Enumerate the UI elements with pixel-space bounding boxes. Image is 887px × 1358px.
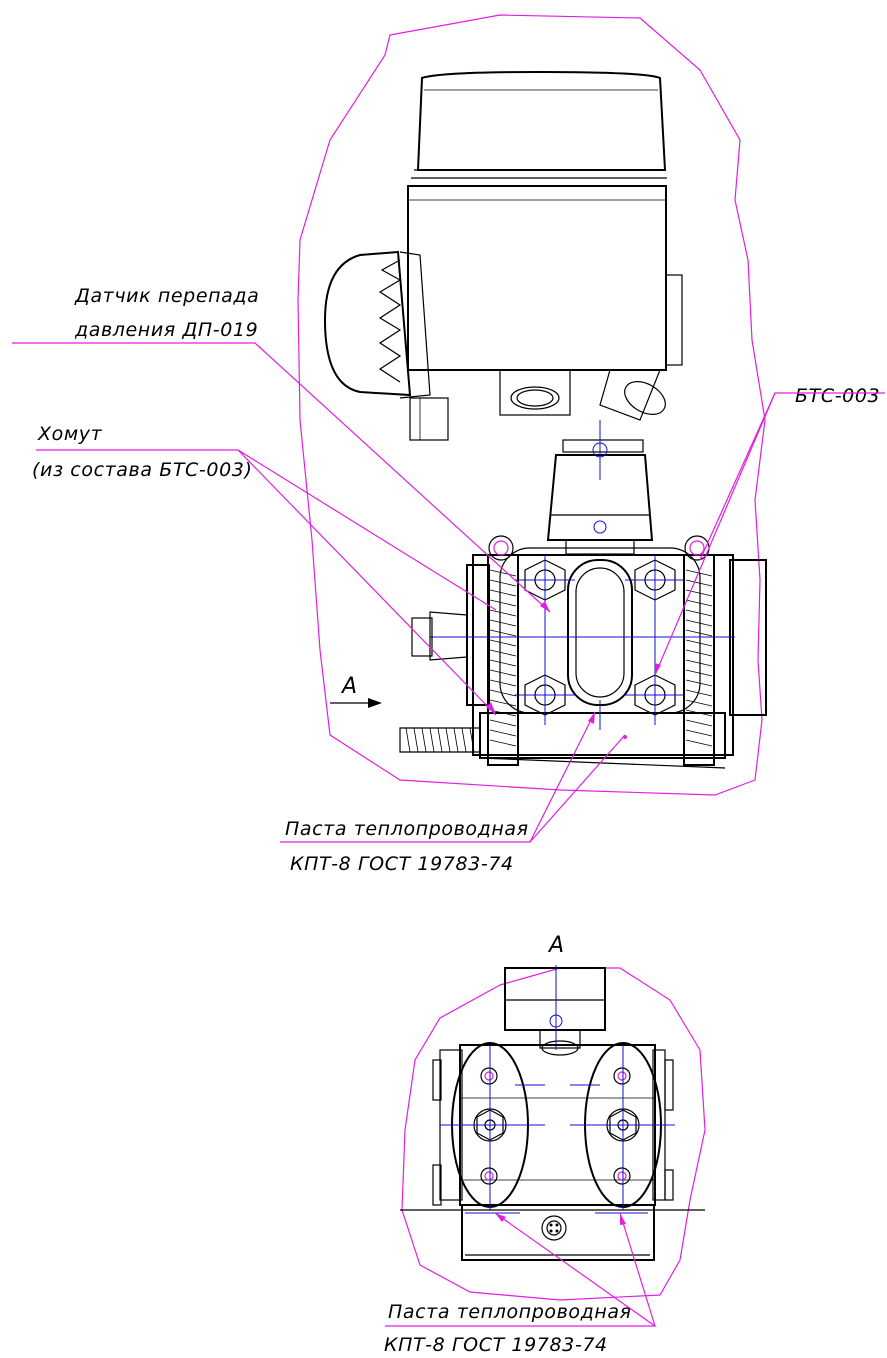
bts-label-text: БТС-003 bbox=[795, 385, 880, 407]
clamp-label-line1: Хомут bbox=[37, 423, 103, 445]
clamp-label-line2: (из состава БТС-003) bbox=[32, 459, 252, 481]
adapter-neck bbox=[546, 420, 654, 555]
pipe-left bbox=[399, 564, 490, 753]
view-arrow: А bbox=[330, 674, 382, 708]
flange-block bbox=[430, 547, 735, 769]
bts-label: БТС-003 bbox=[654, 385, 885, 676]
clamp-label: Хомут (из состава БТС-003) bbox=[32, 423, 497, 716]
paste-bottom-line1: Паста теплопроводная bbox=[388, 1301, 632, 1323]
clamp-left bbox=[487, 535, 519, 766]
paste-bottom-label: Паста теплопроводная КПТ-8 ГОСТ 19783-74 bbox=[384, 1212, 657, 1356]
clamp-right bbox=[683, 535, 715, 766]
paste-top-line2: КПТ-8 ГОСТ 19783-74 bbox=[290, 853, 514, 875]
paste-top-label: Паста теплопроводная КПТ-8 ГОСТ 19783-74 bbox=[280, 711, 627, 875]
pipe-right bbox=[729, 559, 767, 716]
view-a-flange-left bbox=[440, 1042, 545, 1210]
view-arrow-label: А bbox=[340, 674, 358, 699]
view-a-flange-right bbox=[570, 1042, 675, 1210]
sensor-label-line2: давления ДП-019 bbox=[74, 319, 258, 341]
main-view: А Датчик перепада давления ДП-019 Хомут … bbox=[12, 14, 885, 875]
view-a: А bbox=[384, 933, 706, 1356]
display-knob bbox=[323, 250, 449, 441]
sensor-cover bbox=[411, 70, 667, 187]
sensor-label: Датчик перепада давления ДП-019 bbox=[12, 285, 551, 613]
paste-top-line1: Паста теплопроводная bbox=[285, 818, 529, 840]
sensor-body bbox=[407, 185, 683, 421]
view-a-boundary bbox=[401, 967, 706, 1301]
view-a-title: А bbox=[547, 933, 565, 958]
paste-bottom-line2: КПТ-8 ГОСТ 19783-74 bbox=[384, 1334, 608, 1356]
sensor-label-line1: Датчик перепада bbox=[74, 285, 259, 307]
main-view-boundary bbox=[297, 14, 766, 796]
